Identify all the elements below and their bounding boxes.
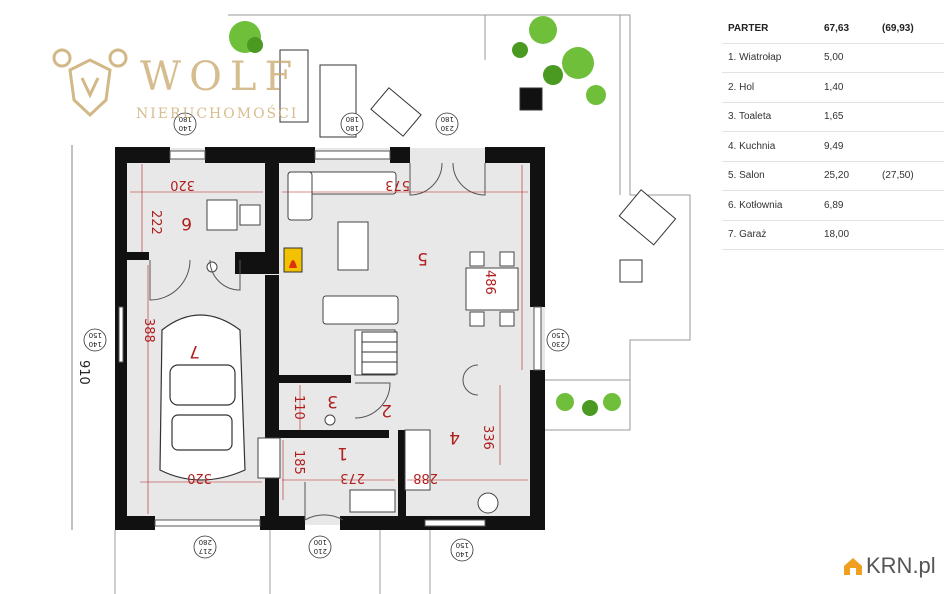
- dim-185: 185: [291, 450, 306, 475]
- svg-text:230: 230: [441, 124, 454, 132]
- svg-text:140: 140: [456, 550, 469, 558]
- room-5: 5: [417, 248, 428, 268]
- table-row: 1. Wiatrołap 5,00: [722, 44, 944, 73]
- wolf-logo: WOLF NIERUCHOMOŚCI: [52, 48, 300, 122]
- wolf-emblem-icon: [52, 48, 128, 118]
- svg-text:150: 150: [456, 541, 469, 549]
- svg-text:150: 150: [552, 331, 565, 339]
- walkway-lines: [114, 530, 431, 594]
- room-6: 6: [181, 213, 192, 233]
- table-row: 3. Toaleta 1,65: [722, 103, 944, 132]
- dim-573: 573: [385, 177, 410, 192]
- dim-110: 110: [291, 395, 306, 420]
- room-4: 4: [449, 427, 460, 447]
- svg-text:180: 180: [346, 115, 359, 123]
- window-markers: [83, 112, 570, 562]
- table-row: 4. Kuchnia 9,49: [722, 132, 944, 162]
- doors: [149, 162, 486, 521]
- dimension-lines: [130, 164, 528, 514]
- table-row: 7. Garaż 18,00: [722, 221, 944, 250]
- room-7: 7: [189, 341, 200, 361]
- logo-subtitle: NIERUCHOMOŚCI: [136, 104, 298, 122]
- room-2: 2: [381, 400, 392, 420]
- dim-910: 910: [76, 360, 91, 385]
- svg-text:100: 100: [314, 538, 327, 546]
- dim-388: 388: [141, 318, 156, 343]
- car-icon: [159, 314, 246, 481]
- svg-text:210: 210: [314, 547, 327, 555]
- terrace: [228, 14, 691, 431]
- svg-text:180: 180: [346, 124, 359, 132]
- dim-320-top: 320: [170, 177, 195, 192]
- floor-plan: 320 573 222 486 388 110 185 273 288 336 …: [52, 14, 691, 594]
- dim-288: 288: [413, 470, 438, 485]
- table-row: 6. Kotłownia 6,89: [722, 191, 944, 221]
- room-1: 1: [337, 443, 348, 463]
- header-area: 67,63: [824, 22, 850, 34]
- dim-486: 486: [482, 270, 497, 295]
- fire-icon: [289, 260, 297, 268]
- stairs: [361, 331, 398, 375]
- dim-222: 222: [148, 210, 163, 235]
- svg-text:280: 280: [199, 538, 212, 546]
- svg-text:217: 217: [199, 547, 212, 555]
- krn-text: KRN.pl: [866, 553, 936, 578]
- svg-text:180: 180: [179, 115, 192, 123]
- area-table-header: PARTER 67,63 (69,93): [722, 14, 944, 44]
- svg-text:140: 140: [179, 124, 192, 132]
- house-icon: [844, 558, 862, 575]
- header-label: PARTER: [728, 22, 769, 34]
- svg-text:140: 140: [89, 340, 102, 348]
- room-3: 3: [327, 391, 338, 411]
- table-row: 2. Hol 1,40: [722, 73, 944, 103]
- dim-273: 273: [340, 470, 365, 485]
- dim-336: 336: [480, 425, 495, 450]
- logo-name: WOLF: [140, 54, 300, 100]
- window-marker-labels: 180 140 180 180 180 230 150 140 150 230 …: [89, 115, 565, 558]
- area-table: PARTER 67,63 (69,93) 1. Wiatrołap 5,00 2…: [722, 14, 944, 250]
- windows: [118, 150, 542, 527]
- svg-text:180: 180: [441, 115, 454, 123]
- svg-text:230: 230: [552, 340, 565, 348]
- svg-text:150: 150: [89, 331, 102, 339]
- dimension-labels: 320 573 222 486 388 110 185 273 288 336 …: [76, 177, 497, 485]
- room-numbers: 6 5 7 3 2 4 1: [181, 213, 460, 463]
- header-alt: (69,93): [882, 22, 914, 34]
- dim-320-car: 320: [187, 470, 212, 485]
- krn-watermark: KRN.pl: [842, 553, 936, 579]
- table-row: 5. Salon 25,20 (27,50): [722, 162, 944, 191]
- plants: [229, 16, 621, 416]
- terrace-furniture: [279, 49, 677, 283]
